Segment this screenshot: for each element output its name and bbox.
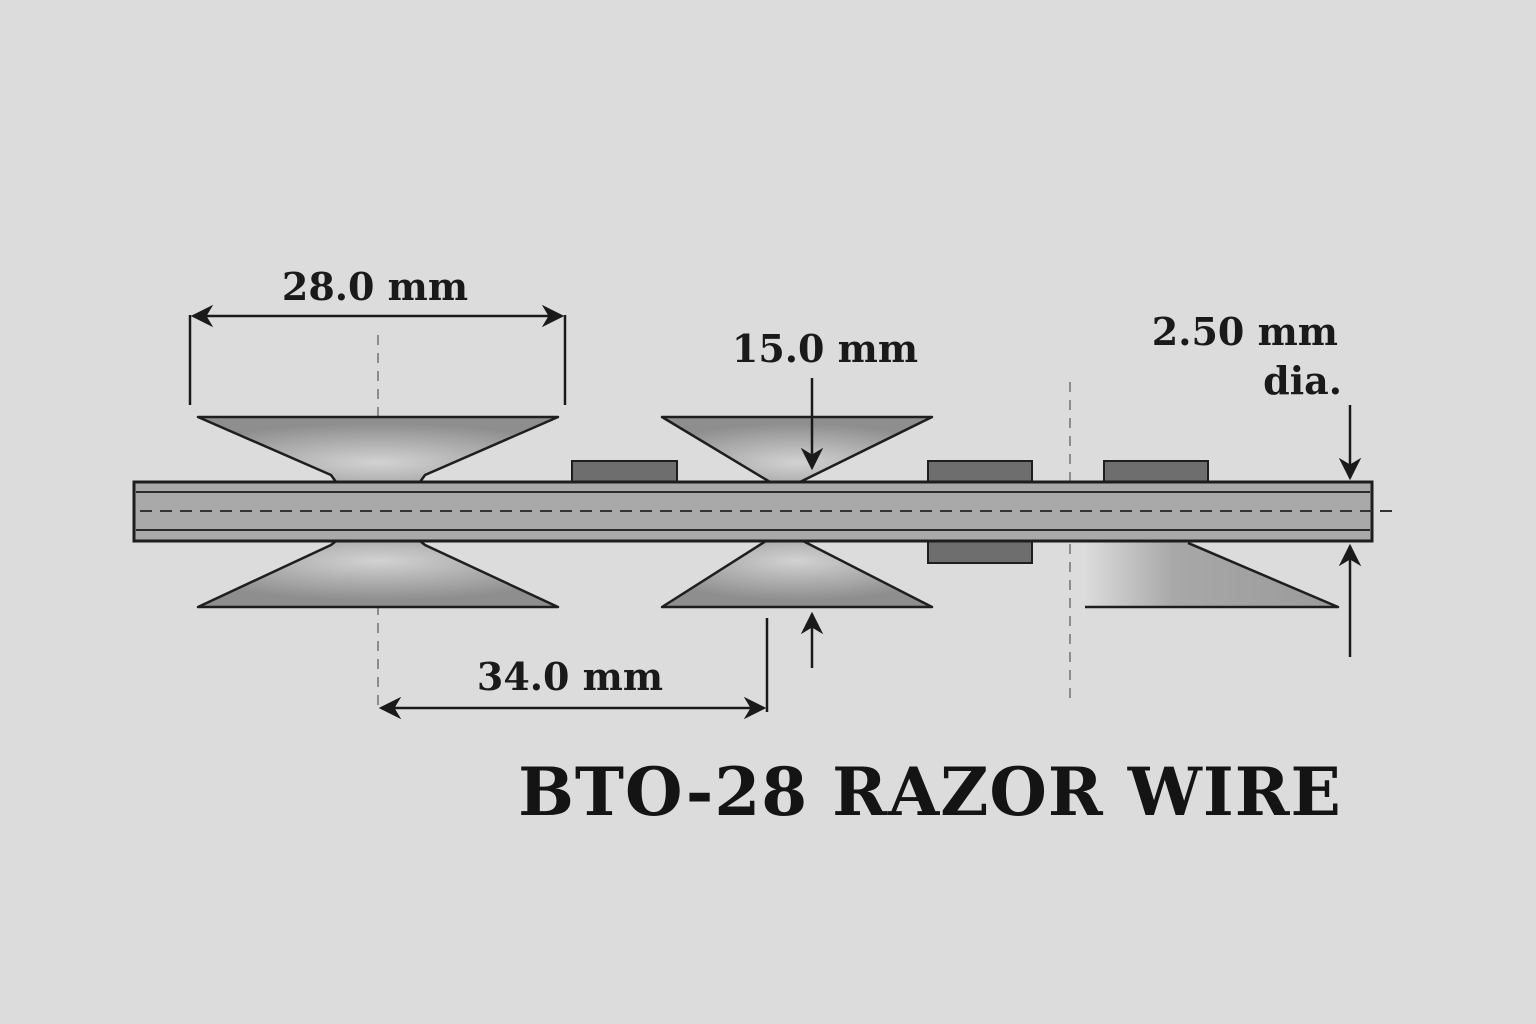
barb-2-bottom bbox=[660, 539, 934, 609]
dim-barb-spacing-label: 34.0 mm bbox=[477, 654, 663, 699]
barb-2-top bbox=[660, 415, 934, 484]
clip-3-top bbox=[1103, 460, 1209, 483]
dim-core-dia-label-line2: dia. bbox=[1263, 358, 1342, 403]
barb-3-bottom bbox=[1085, 541, 1338, 607]
barb-3-bottom-outline bbox=[1085, 541, 1340, 609]
clip-1-top bbox=[571, 460, 678, 483]
dim-core-dia-label-line1: 2.50 mm bbox=[1152, 309, 1338, 354]
dim-barb-length-label: 28.0 mm bbox=[282, 264, 468, 309]
drawing-title: BTO-28 RAZOR WIRE bbox=[518, 753, 1342, 831]
clip-2-top bbox=[927, 460, 1033, 483]
barb-1-bottom bbox=[196, 539, 560, 609]
clip-2-bottom bbox=[927, 540, 1033, 564]
dim-barb-width-label: 15.0 mm bbox=[732, 326, 918, 371]
barb-1-top bbox=[196, 415, 560, 484]
